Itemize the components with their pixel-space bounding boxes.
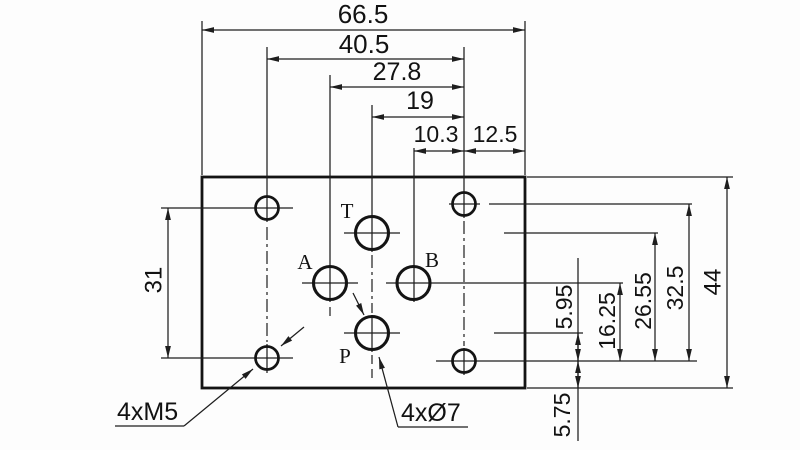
- dimension-lines: [165, 27, 730, 441]
- dim-label-t-offset: 26.55: [630, 272, 656, 330]
- dim-label-bottom-offset: 5.75: [549, 393, 575, 438]
- dim-label-ab-offset: 16.25: [594, 292, 620, 350]
- port-holes: [311, 214, 432, 352]
- dim-label-left-spacing: 31: [141, 267, 168, 294]
- dim-label-edge-offset: 12.5: [473, 121, 518, 147]
- dim-label-mount-vertical-span: 32.5: [662, 266, 688, 311]
- dim-label-overall-width: 66.5: [338, 0, 389, 29]
- callout-leader-m5: [115, 326, 305, 427]
- mounting-holes: [254, 191, 477, 374]
- callout-label-m5: 4xM5: [117, 398, 178, 426]
- dim-label-port-b: 10.3: [414, 121, 459, 147]
- dim-label-overall-height: 44: [700, 269, 727, 296]
- callout-leader-o7: [352, 292, 468, 428]
- dim-label-p-offset: 5.95: [551, 285, 577, 330]
- port-label-t: T: [341, 199, 354, 223]
- port-label-a: A: [297, 250, 313, 274]
- mounting-hole-top-right: [451, 191, 477, 217]
- port-label-b: B: [425, 248, 439, 272]
- dim-label-mount-span: 40.5: [339, 29, 390, 59]
- dim-label-port-a: 27.8: [373, 58, 422, 86]
- vertical-extension-and-center-lines: [201, 21, 526, 380]
- mounting-hole-bottom-right: [451, 348, 477, 374]
- port-hole-p: [353, 314, 391, 352]
- callout-label-o7: 4xØ7: [401, 399, 461, 427]
- port-label-p: P: [339, 344, 351, 368]
- mounting-hole-bottom-left: [254, 345, 280, 371]
- port-hole-b: [395, 264, 432, 302]
- dim-label-port-tp: 19: [406, 87, 434, 115]
- port-hole-a: [311, 264, 349, 302]
- mounting-hole-top-left: [254, 195, 280, 221]
- port-hole-t: [353, 214, 391, 252]
